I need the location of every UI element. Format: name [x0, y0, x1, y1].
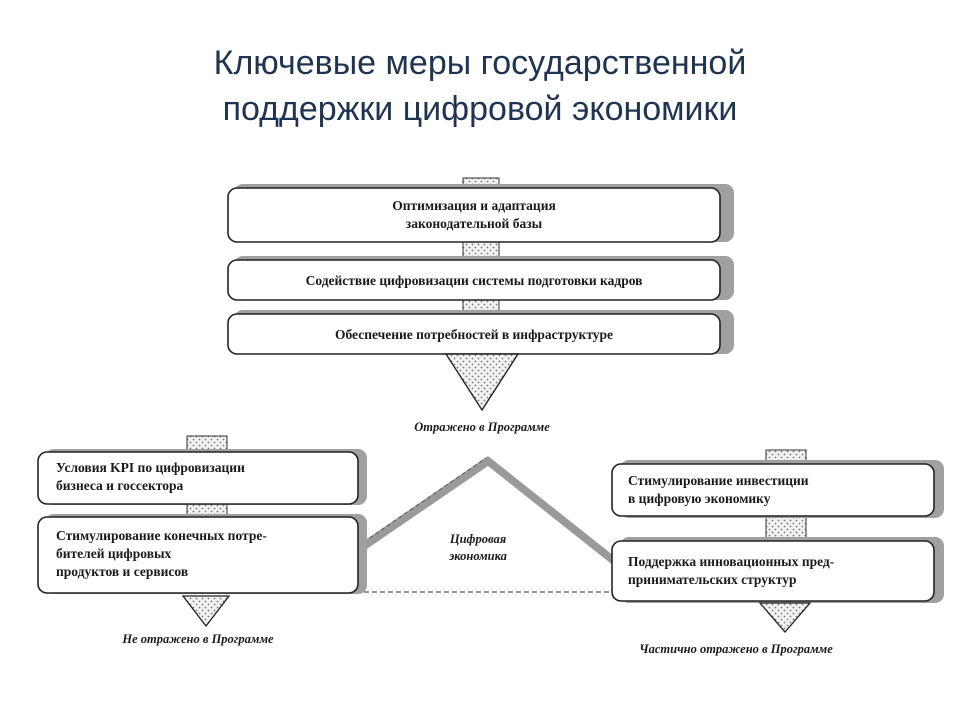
- caption-top: Отражено в Программе: [414, 420, 550, 434]
- left-box-1-line-1: бителей цифровых: [56, 546, 172, 561]
- right-box-1: Поддержка инновационных пред- принимател…: [611, 537, 944, 603]
- left-connector-0: [186, 435, 228, 451]
- top-box-2-line-0: Обеспечение потребностей в инфраструктур…: [335, 327, 613, 342]
- right-box-0: Стимулирование инвестиции в цифровую эко…: [611, 460, 944, 518]
- top-box-2: Обеспечение потребностей в инфраструктур…: [227, 310, 734, 355]
- top-stack: Оптимизация и адаптация законодательной …: [227, 177, 734, 434]
- top-box-1: Содействие цифровизации системы подготов…: [227, 256, 734, 301]
- top-box-0: Оптимизация и адаптация законодательной …: [227, 184, 734, 243]
- right-box-0-line-1: в цифровую экономику: [628, 491, 771, 506]
- left-box-0-line-0: Условия KPI по цифровизации: [56, 460, 245, 475]
- left-box-1-line-2: продуктов и сервисов: [56, 564, 188, 579]
- roof-left: [357, 457, 487, 547]
- center-line-0: Цифровая: [449, 532, 507, 546]
- right-box-1-line-0: Поддержка инновационных пред-: [628, 554, 834, 569]
- center-figure: Цифровая экономика: [356, 456, 614, 593]
- center-line-1: экономика: [448, 549, 507, 563]
- right-down-arrow: [758, 602, 812, 633]
- left-box-0: Условия KPI по цифровизации бизнеса и го…: [37, 449, 367, 505]
- slide-title: Ключевые меры государственной поддержки …: [0, 40, 960, 132]
- top-box-0-line-1: законодательной базы: [406, 216, 543, 231]
- caption-left: Не отражено в Программе: [121, 632, 274, 646]
- title-line-1: Ключевые меры государственной: [213, 44, 747, 82]
- left-box-1-line-0: Стимулирование конечных потре-: [56, 528, 267, 543]
- top-down-arrow: [444, 353, 520, 412]
- top-box-0-line-0: Оптимизация и адаптация: [392, 198, 556, 213]
- left-down-arrow: [181, 595, 231, 628]
- caption-right: Частично отражено в Программе: [639, 642, 833, 656]
- top-box-1-line-0: Содействие цифровизации системы подготов…: [306, 273, 643, 288]
- left-box-1: Стимулирование конечных потре- бителей ц…: [37, 514, 367, 594]
- left-box-0-line-1: бизнеса и госсектора: [56, 478, 183, 493]
- right-box-1-line-1: принимательских структур: [628, 572, 797, 587]
- left-stack: Условия KPI по цифровизации бизнеса и го…: [37, 435, 367, 646]
- roof-shadow: [358, 456, 614, 566]
- right-stack: Стимулирование инвестиции в цифровую эко…: [611, 449, 944, 656]
- right-box-0-line-0: Стимулирование инвестиции: [628, 473, 809, 488]
- title-line-2: поддержки цифровой экономики: [222, 90, 738, 128]
